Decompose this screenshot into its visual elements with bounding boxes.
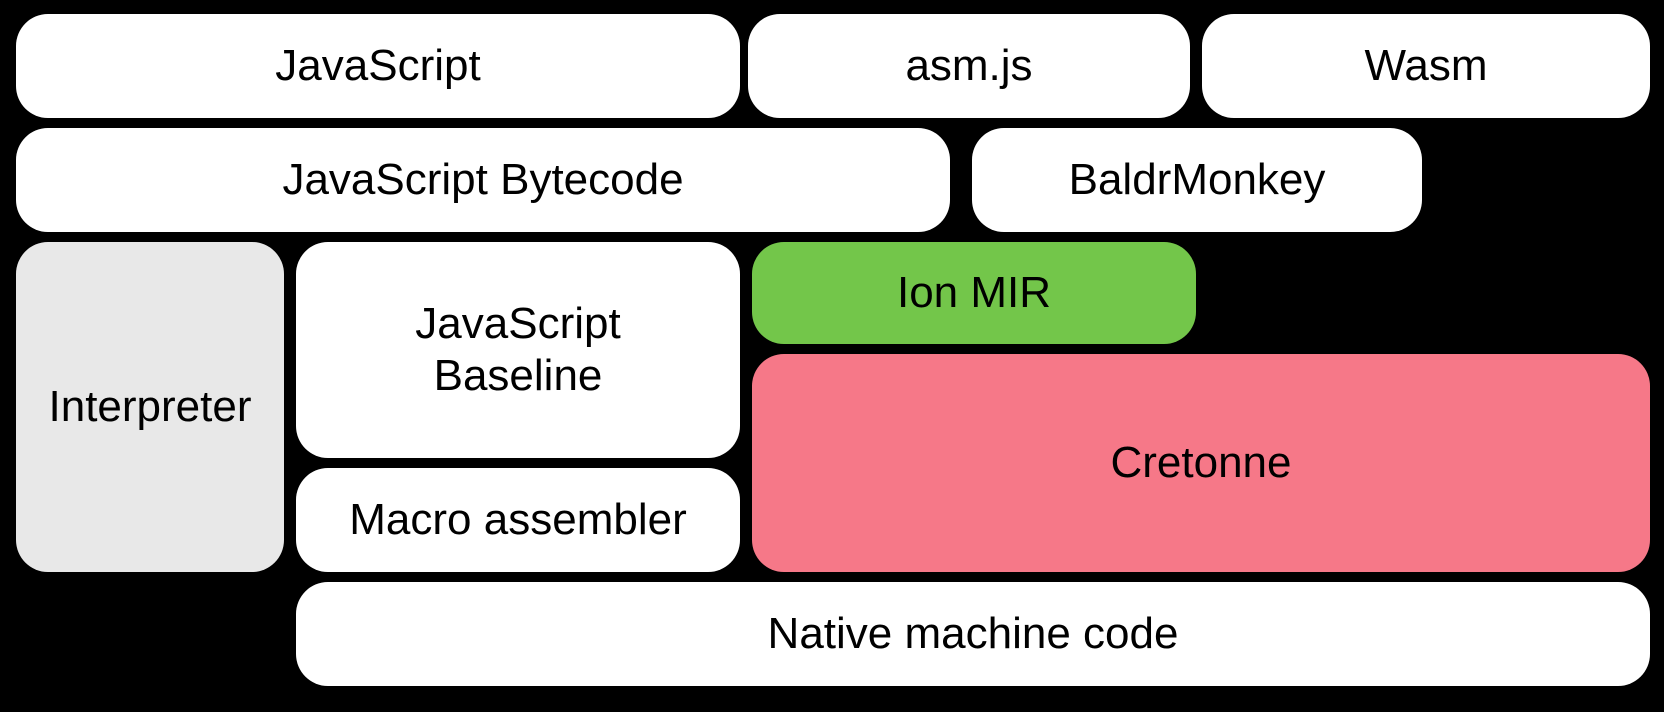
box-native-machine-code: Native machine code: [296, 582, 1650, 686]
box-cretonne: Cretonne: [752, 354, 1650, 572]
box-javascript-baseline: JavaScript Baseline: [296, 242, 740, 458]
box-wasm-label: Wasm: [1364, 41, 1488, 91]
box-javascript-label: JavaScript: [275, 41, 481, 91]
box-asmjs-label: asm.js: [905, 41, 1033, 91]
box-asmjs: asm.js: [748, 14, 1190, 118]
box-interpreter-label: Interpreter: [48, 382, 252, 432]
box-wasm: Wasm: [1202, 14, 1650, 118]
box-native-machine-code-label: Native machine code: [767, 609, 1179, 659]
box-ion-mir-label: Ion MIR: [896, 268, 1052, 318]
box-javascript-baseline-label: JavaScript Baseline: [415, 299, 621, 400]
box-macro-assembler: Macro assembler: [296, 468, 740, 572]
box-javascript-bytecode: JavaScript Bytecode: [16, 128, 950, 232]
box-baldrmonkey: BaldrMonkey: [972, 128, 1422, 232]
box-javascript: JavaScript: [16, 14, 740, 118]
box-interpreter: Interpreter: [16, 242, 284, 572]
box-ion-mir: Ion MIR: [752, 242, 1196, 344]
box-javascript-bytecode-label: JavaScript Bytecode: [282, 155, 684, 205]
box-cretonne-label: Cretonne: [1110, 438, 1292, 488]
box-baldrmonkey-label: BaldrMonkey: [1068, 155, 1326, 205]
box-macro-assembler-label: Macro assembler: [349, 495, 687, 545]
